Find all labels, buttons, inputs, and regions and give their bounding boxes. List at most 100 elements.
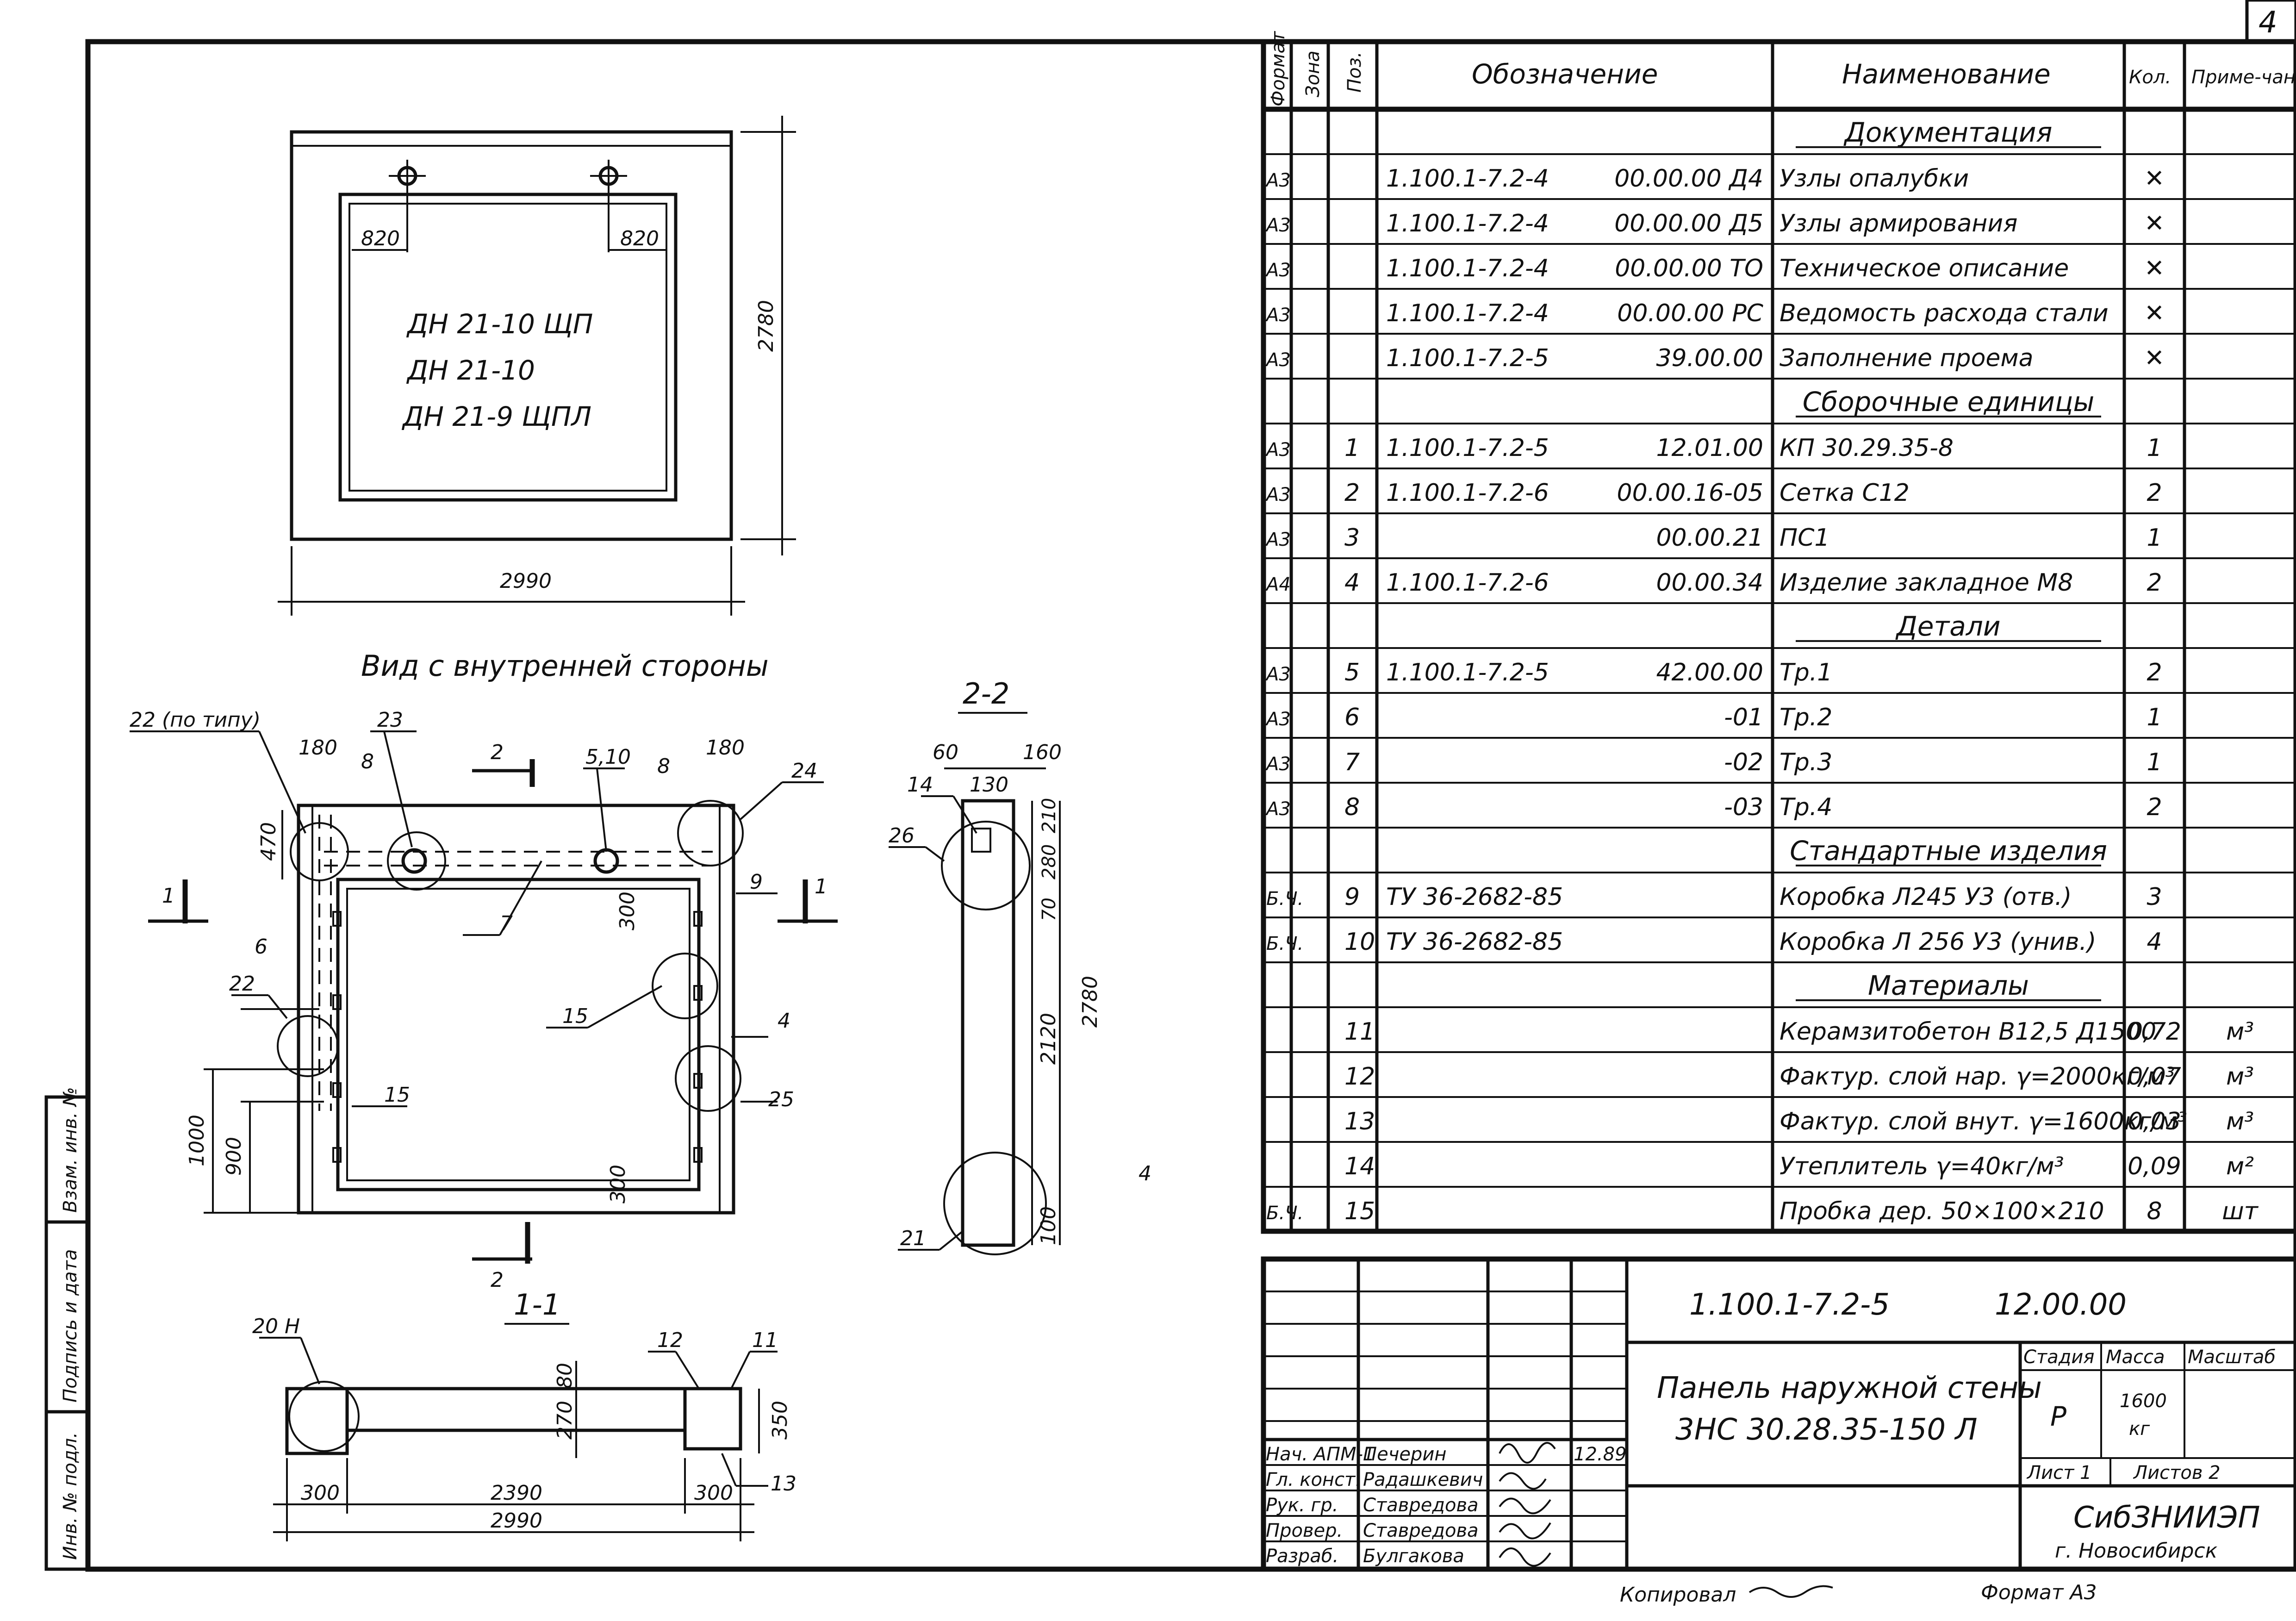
spec-cell-name: Техническое описание — [1780, 255, 2069, 282]
spec-cell-name: Сетка С12 — [1780, 479, 1910, 507]
spec-cell-name: Коробка Л 256 У3 (унив.) — [1780, 928, 2096, 956]
spec-cell-name: Фактур. слой нар. γ=2000кг/м³ — [1780, 1063, 2175, 1091]
spec-cell-pos: 15 — [1344, 1197, 1375, 1225]
spec-cell-pos: 5 — [1344, 659, 1360, 686]
spec-cell-qty: 3 — [2147, 883, 2162, 911]
spec-cell-qty: ✕ — [2144, 165, 2165, 193]
opening-inner — [348, 203, 667, 492]
spec-cell-format: А3 — [1265, 484, 1291, 505]
spec-cell-format: А3 — [1265, 529, 1291, 550]
callout-21: 21 — [900, 1227, 926, 1250]
dim-160: 160 — [1023, 741, 1062, 764]
spec-cell-format: А3 — [1265, 260, 1291, 281]
dim-180-left: 180 — [299, 736, 337, 760]
plan-view: 820 820 ДН 21-10 ЩП ДН 21-10 ДН 21-9 ЩПЛ… — [278, 116, 796, 616]
doc-code-2: 12.00.00 — [1995, 1288, 2127, 1322]
spec-cell-designation: 1.100.1-7.2-4 — [1386, 299, 1549, 327]
footer-format: Формат А3 — [1981, 1581, 2097, 1604]
spec-cell-name: Заполнение проема — [1780, 344, 2033, 372]
dim-820-left: 820 — [361, 227, 400, 250]
spec-cell-name: Ведомость расхода стали — [1780, 299, 2109, 327]
node-circle-24 — [677, 800, 744, 867]
node-circle-23 — [387, 831, 446, 891]
spec-cell-designation: 1.100.1-7.2-4 — [1386, 210, 1549, 237]
callout-11: 11 — [752, 1328, 778, 1352]
spec-cell-format: А4 — [1265, 574, 1291, 595]
node-circle-21 — [943, 1152, 1047, 1255]
signer-4: Ставредова — [1363, 1520, 1479, 1541]
spec-cell-name: ПС1 — [1780, 524, 1830, 552]
spec-cell-name: Узлы армирования — [1780, 210, 2017, 237]
dim-180-right: 180 — [706, 736, 745, 760]
sheet-number: 4 — [2259, 6, 2277, 40]
dim-210: 210 — [1039, 798, 1060, 833]
spec-cell-note: м² — [2226, 1153, 2254, 1180]
dim-900: 900 — [222, 1137, 246, 1176]
dim-300-top: 300 — [616, 892, 639, 930]
spec-cell-pos: 14 — [1344, 1153, 1375, 1180]
callout-22: 22 — [229, 972, 255, 996]
spec-cell-name: Утеплитель γ=40кг/м³ — [1780, 1153, 2064, 1180]
spec-header-zone: Зона — [1302, 50, 1324, 97]
role-2: Гл. конст. — [1266, 1469, 1361, 1490]
spec-header-format: Формат — [1268, 31, 1289, 106]
dim-100: 100 — [1037, 1206, 1060, 1245]
callout-5-10: 5,10 — [585, 745, 631, 769]
spec-header-qty: Кол. — [2129, 67, 2171, 88]
spec-cell-name: Коробка Л245 У3 (отв.) — [1780, 883, 2072, 911]
spec-cell-note: м³ — [2226, 1063, 2254, 1091]
dim-300-bottom: 300 — [606, 1165, 630, 1203]
callout-4: 4 — [778, 1009, 790, 1033]
spec-cell-format: А3 — [1265, 798, 1291, 820]
spec-cell-designation: 1.100.1-7.2-5 — [1386, 344, 1549, 372]
spec-cell-qty: 2 — [2147, 659, 2162, 686]
spec-cell-designation: 1.100.1-7.2-4 — [1386, 165, 1549, 193]
callout-12: 12 — [657, 1328, 683, 1352]
spec-cell-designation-suffix: 39.00.00 — [1656, 344, 1763, 372]
spec-cell-format: А3 — [1265, 170, 1291, 191]
signature-4 — [1499, 1522, 1551, 1540]
footer-copied: Копировал — [1620, 1583, 1736, 1607]
dim-350: 350 — [768, 1401, 792, 1440]
spec-section-heading: Материалы — [1868, 970, 2029, 1001]
spec-cell-note: м³ — [2226, 1018, 2254, 1046]
mark-3: ДН 21-9 ЩПЛ — [401, 401, 591, 432]
callout-20H: 20 Н — [252, 1315, 300, 1338]
spec-cell-name: Тр.4 — [1780, 793, 1832, 821]
spec-cell-designation-suffix: -02 — [1724, 748, 1763, 776]
spec-cell-designation-suffix: 00.00.34 — [1656, 569, 1763, 597]
mark-2: ДН 21-10 — [406, 355, 535, 386]
spec-cell-pos: 12 — [1344, 1063, 1375, 1091]
sheets-label: Листов 2 — [2133, 1462, 2221, 1484]
callout-8-right: 8 — [657, 754, 670, 778]
spec-cell-qty: ✕ — [2144, 344, 2165, 372]
signer-3: Ставредова — [1363, 1495, 1479, 1516]
dim-60: 60 — [933, 741, 958, 764]
spec-cell-format: А3 — [1265, 709, 1291, 730]
signature-2 — [1499, 1472, 1547, 1490]
spec-section-heading: Сборочные единицы — [1803, 386, 2095, 418]
spec-cell-name: Пробка дер. 50×100×210 — [1780, 1197, 2104, 1225]
node-circle-20 — [288, 1381, 360, 1452]
dim-2390: 2390 — [491, 1481, 542, 1505]
spec-cell-pos: 10 — [1344, 928, 1375, 956]
section-1-1-right-rib — [683, 1387, 742, 1451]
spec-cell-qty: 2 — [2147, 479, 2162, 507]
scale-label: Масштаб — [2188, 1347, 2276, 1368]
spec-cell-pos: 9 — [1344, 883, 1360, 911]
spec-cell-designation-suffix: 00.00.00 ТО — [1615, 255, 1763, 282]
spec-cell-designation-suffix: 42.00.00 — [1656, 659, 1763, 686]
node-circle-15 — [652, 953, 718, 1019]
node-circle-26 — [941, 821, 1031, 910]
doc-title-line2: 3НС 30.28.35-150 Л — [1675, 1413, 1978, 1447]
spec-cell-designation-suffix: -01 — [1724, 704, 1763, 731]
spec-cell-pos: 3 — [1344, 524, 1360, 552]
section-2-2-title: 2-2 — [963, 677, 1009, 711]
spec-cell-pos: 4 — [1344, 569, 1360, 597]
callout-9: 9 — [750, 870, 763, 894]
spec-cell-pos: 7 — [1344, 748, 1360, 776]
spec-cell-designation: 1.100.1-7.2-5 — [1386, 659, 1549, 686]
node-circle-25 — [675, 1045, 741, 1112]
dim-130: 130 — [970, 773, 1008, 797]
